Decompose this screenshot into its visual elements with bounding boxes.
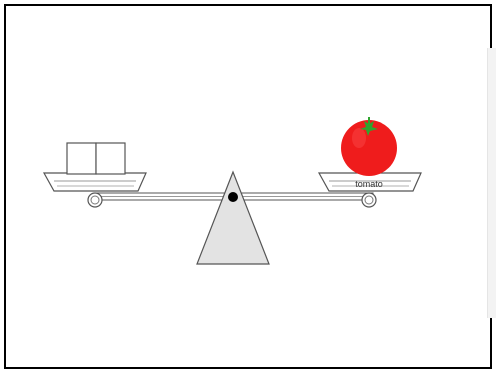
tomato-icon xyxy=(341,117,397,176)
triangle-fulcrum-icon xyxy=(196,170,270,265)
left-pan xyxy=(42,172,147,192)
two-boxes-icon xyxy=(66,142,126,175)
side-panel xyxy=(487,48,496,318)
left-hanger-inner-ring xyxy=(90,195,100,205)
right-hanger-inner-ring xyxy=(364,195,374,205)
right-pan xyxy=(317,172,422,192)
right-pan-label: tomato xyxy=(355,179,383,189)
fulcrum-pivot xyxy=(228,192,238,202)
